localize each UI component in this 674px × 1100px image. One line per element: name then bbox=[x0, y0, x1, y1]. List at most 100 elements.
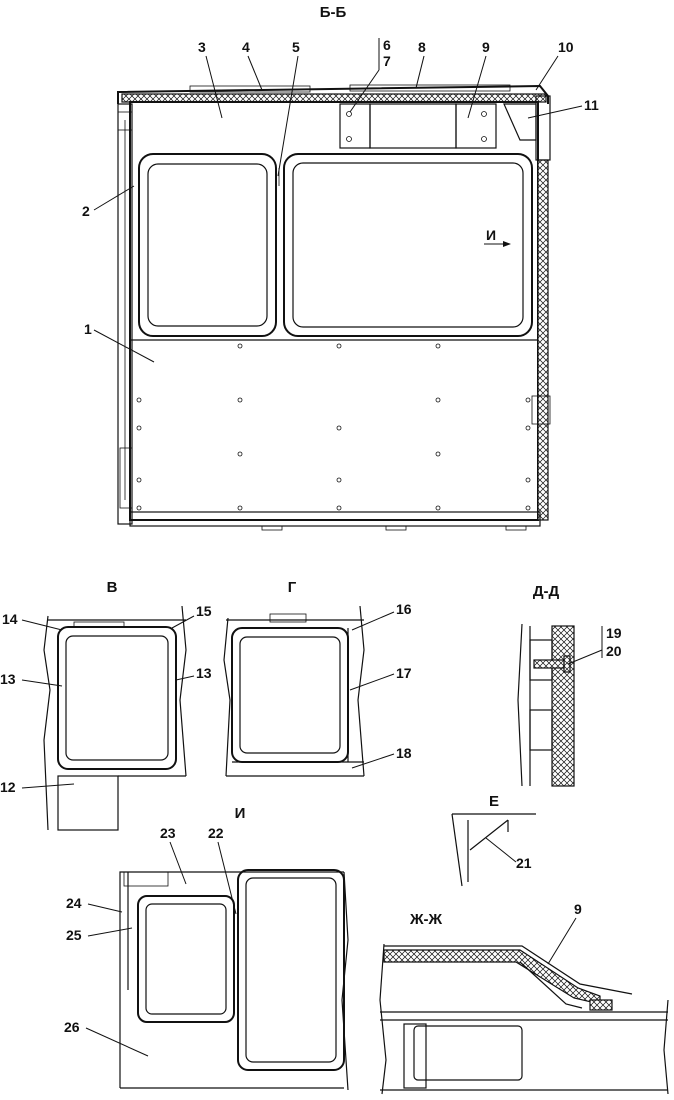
rivet bbox=[237, 505, 243, 511]
view-i-title: И bbox=[235, 805, 246, 822]
view-v-window-outer bbox=[57, 626, 177, 770]
label-18: 18 bbox=[396, 745, 412, 761]
rivet bbox=[435, 397, 441, 403]
label-23: 23 bbox=[160, 825, 176, 841]
view-g-title: Г bbox=[288, 579, 297, 596]
i-window-right-inner bbox=[245, 877, 337, 1063]
label-4: 4 bbox=[242, 39, 250, 55]
roof-insulation bbox=[121, 93, 547, 103]
label-1: 1 bbox=[84, 321, 92, 337]
leader-1 bbox=[93, 329, 155, 363]
leader-23 bbox=[169, 841, 187, 885]
view-dd: Д-Д 19 20 bbox=[517, 583, 622, 787]
leader-9b bbox=[547, 917, 577, 965]
label-24: 24 bbox=[66, 895, 82, 911]
leader-16 bbox=[351, 611, 395, 631]
leader-3 bbox=[205, 55, 223, 119]
leader-17 bbox=[349, 673, 395, 691]
label-9b: 9 bbox=[574, 901, 582, 917]
zhzh-fastener bbox=[589, 999, 613, 1011]
leader-2 bbox=[93, 185, 135, 211]
sill-foot-2 bbox=[385, 525, 407, 531]
view-v-break-left bbox=[43, 615, 51, 831]
label-25: 25 bbox=[66, 927, 82, 943]
rivet bbox=[336, 505, 342, 511]
view-dd-title: Д-Д bbox=[533, 583, 560, 600]
label-26: 26 bbox=[64, 1019, 80, 1035]
zhzh-profile-left bbox=[403, 1023, 427, 1089]
leader-25 bbox=[87, 927, 133, 937]
label-5: 5 bbox=[292, 39, 300, 55]
zhzh-break-left bbox=[379, 943, 387, 1095]
left-pillar bbox=[117, 103, 133, 525]
dd-insulation bbox=[551, 625, 575, 787]
leader-19-20 bbox=[567, 649, 603, 665]
label-8: 8 bbox=[418, 39, 426, 55]
zhzh-roof-outer bbox=[384, 945, 633, 995]
label-17: 17 bbox=[396, 665, 412, 681]
leader-13a bbox=[21, 679, 63, 687]
zhzh-break-right bbox=[663, 999, 669, 1095]
view-v: В 14 15 13 13 12 bbox=[0, 579, 212, 831]
rivet bbox=[435, 451, 441, 457]
leader-15 bbox=[171, 615, 195, 629]
window-right-inner bbox=[292, 162, 524, 328]
label-10: 10 bbox=[558, 39, 574, 55]
view-g-window-outer bbox=[231, 627, 349, 763]
right-pillar-joint bbox=[531, 395, 551, 425]
rivet bbox=[525, 477, 531, 483]
zhzh-profile-box bbox=[413, 1025, 523, 1081]
view-g-top-strip bbox=[269, 613, 307, 623]
label-2: 2 bbox=[82, 203, 90, 219]
rivet bbox=[136, 477, 142, 483]
view-v-title: В bbox=[107, 579, 118, 596]
bolt bbox=[346, 136, 352, 142]
corner-bracket bbox=[503, 103, 537, 141]
label-16: 16 bbox=[396, 601, 412, 617]
leader-11 bbox=[527, 105, 583, 119]
view-g-break-left bbox=[223, 617, 231, 777]
rivet bbox=[136, 505, 142, 511]
view-arrow-label: И bbox=[486, 227, 496, 243]
rivet bbox=[237, 397, 243, 403]
leader-14 bbox=[21, 619, 63, 631]
leader-26 bbox=[85, 1027, 149, 1057]
label-21: 21 bbox=[516, 855, 532, 871]
label-13a: 13 bbox=[0, 671, 16, 687]
leader-4 bbox=[247, 55, 263, 91]
right-pillar bbox=[537, 159, 549, 521]
wall-frame bbox=[129, 101, 539, 521]
sill-foot-3 bbox=[505, 525, 527, 531]
view-i: И 23 22 24 25 26 bbox=[64, 805, 349, 1091]
rivet bbox=[525, 425, 531, 431]
view-v-window-inner bbox=[65, 635, 169, 761]
rivet bbox=[525, 505, 531, 511]
rivet bbox=[435, 343, 441, 349]
bottom-sill bbox=[129, 511, 541, 527]
view-g-window-inner bbox=[239, 636, 341, 754]
i-window-right-outer bbox=[237, 869, 345, 1071]
label-15: 15 bbox=[196, 603, 212, 619]
leader-10 bbox=[535, 55, 559, 91]
view-v-break-right bbox=[179, 605, 187, 777]
rivet bbox=[136, 397, 142, 403]
rivet bbox=[237, 451, 243, 457]
view-zhzh: Ж-Ж 9 bbox=[379, 901, 669, 1095]
rivet bbox=[336, 477, 342, 483]
sill-foot-1 bbox=[261, 525, 283, 531]
label-6: 6 bbox=[383, 37, 391, 53]
leader-24 bbox=[87, 903, 123, 913]
view-g: Г 16 17 18 bbox=[223, 579, 412, 777]
dd-screw-head bbox=[563, 655, 571, 673]
view-bb: Б-Б bbox=[82, 4, 599, 531]
e-angle bbox=[451, 813, 536, 887]
window-left-outer bbox=[138, 153, 277, 337]
label-3: 3 bbox=[198, 39, 206, 55]
zhzh-upper-skin bbox=[380, 1011, 668, 1021]
i-window-left-outer bbox=[137, 895, 235, 1023]
bolt bbox=[481, 111, 487, 117]
label-9: 9 bbox=[482, 39, 490, 55]
label-13b: 13 bbox=[196, 665, 212, 681]
rivet bbox=[435, 505, 441, 511]
